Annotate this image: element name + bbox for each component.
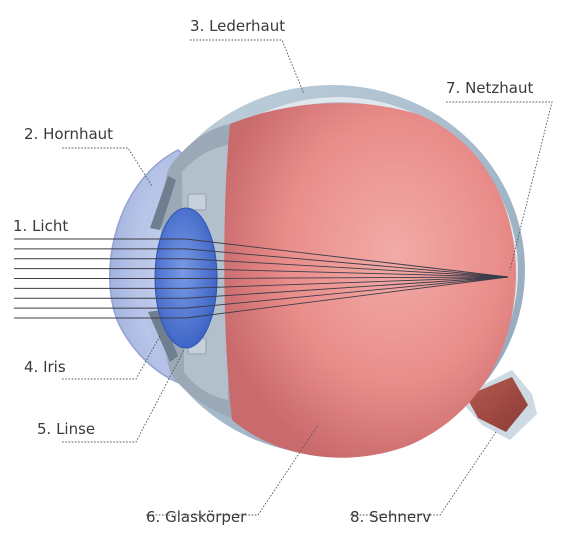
label-netzhaut: 7. Netzhaut — [446, 79, 533, 97]
label-licht: 1. Licht — [13, 217, 68, 235]
label-hornhaut: 2. Hornhaut — [24, 125, 113, 143]
label-linse: 5. Linse — [37, 420, 95, 438]
label-iris: 4. Iris — [24, 358, 66, 376]
label-sehnerv: 8. Sehnerv — [350, 508, 431, 526]
label-lederhaut: 3. Lederhaut — [190, 17, 285, 35]
label-glaskoerper: 6. Glaskörper — [146, 508, 247, 526]
